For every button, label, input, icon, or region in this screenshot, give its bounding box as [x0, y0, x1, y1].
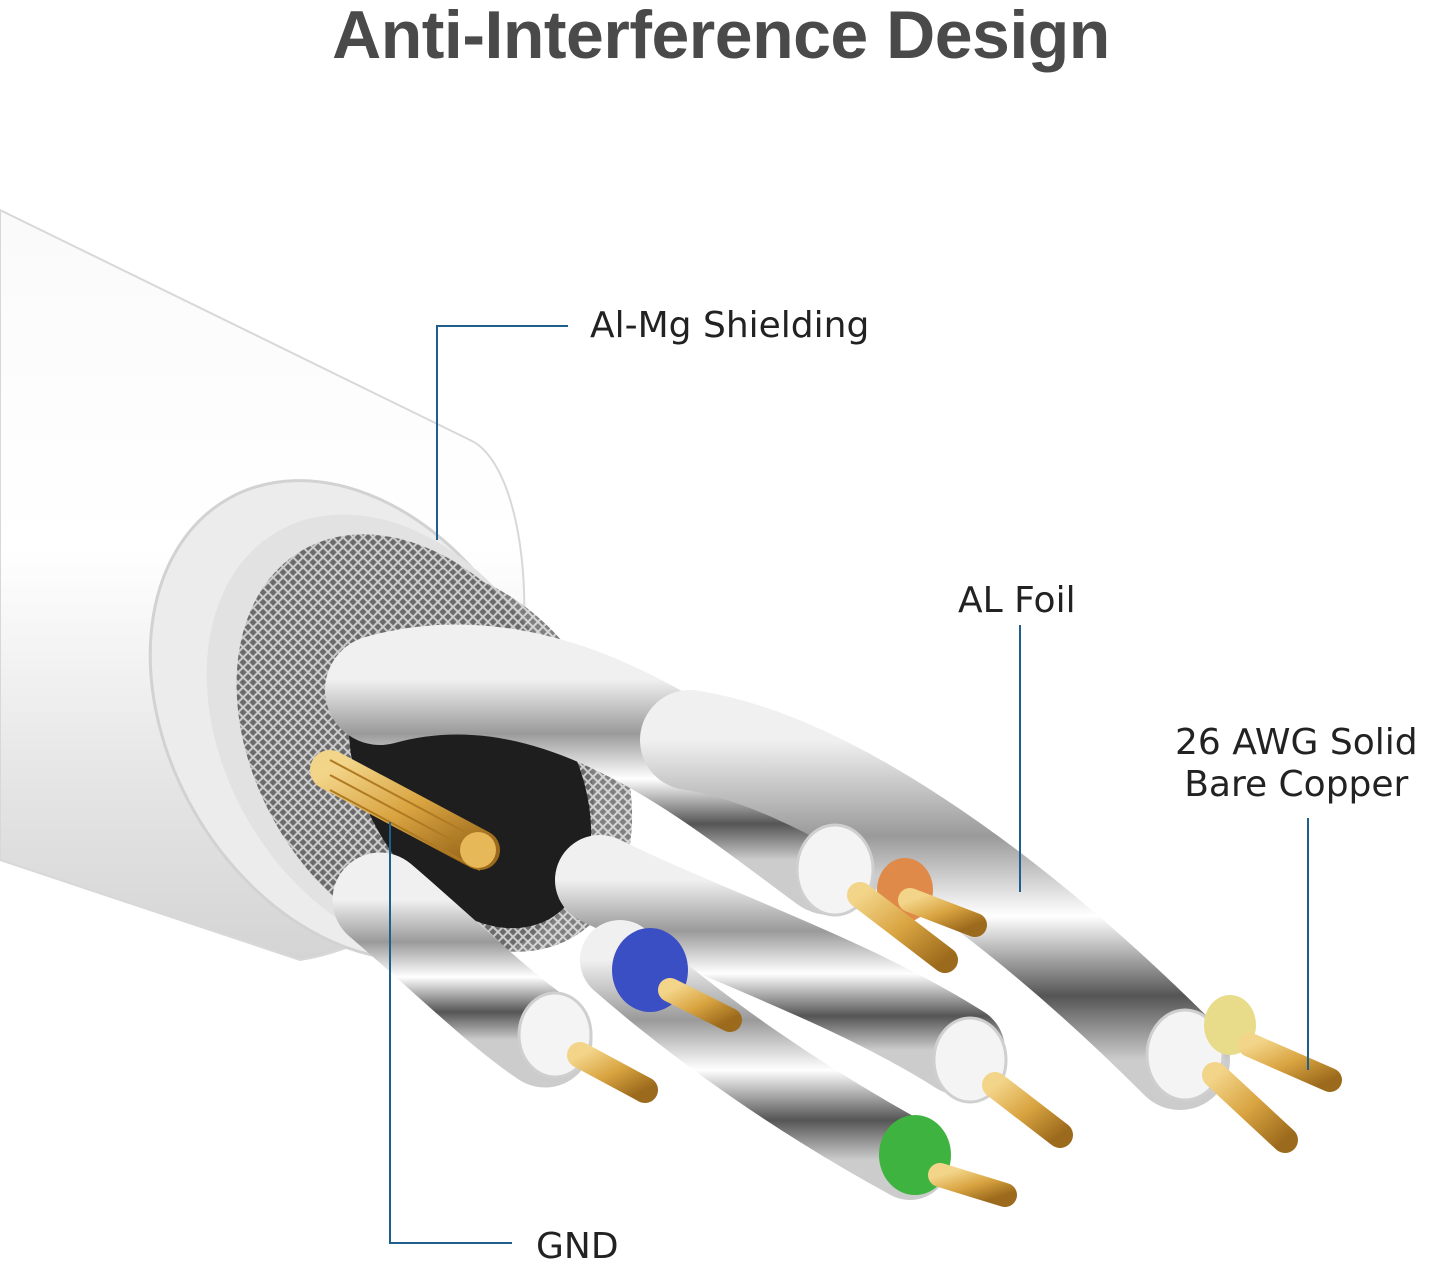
- page-title: Anti-Interference Design: [332, 0, 1110, 73]
- label-al-foil: AL Foil: [958, 580, 1076, 621]
- twisted-pairs: [325, 624, 1342, 1207]
- label-gnd: GND: [536, 1226, 619, 1267]
- leader-line-gnd: [389, 822, 512, 1244]
- pair-white-blue: [517, 928, 742, 1103]
- label-copper-line-2: Bare Copper: [1184, 764, 1409, 805]
- ground-drain-wire: [310, 750, 500, 871]
- leader-line-shielding: [436, 325, 568, 540]
- label-copper-conductor: 26 AWG Solid Bare Copper: [1175, 722, 1418, 806]
- pair-white-yellow: [1145, 995, 1342, 1153]
- label-copper-line-1: 26 AWG Solid: [1175, 722, 1418, 763]
- pair-white-orange: [795, 823, 987, 973]
- pair-white-green: [879, 1016, 1073, 1207]
- leader-lines: [389, 325, 1309, 1244]
- label-al-mg-shielding: Al-Mg Shielding: [590, 305, 870, 346]
